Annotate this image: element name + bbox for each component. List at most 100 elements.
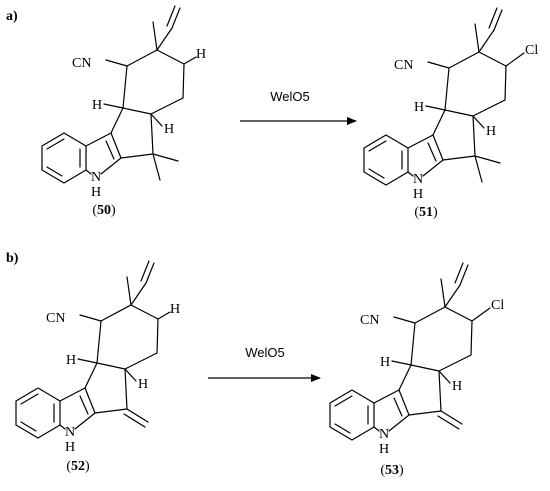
double-bond-inner bbox=[393, 397, 403, 417]
compound-50-structure: CN H H H N H bbox=[41, 5, 206, 200]
bond bbox=[130, 304, 159, 320]
aromatic-double-bond bbox=[368, 168, 385, 179]
bond bbox=[444, 109, 474, 117]
h-bond bbox=[472, 115, 485, 129]
hydrogen-label: H bbox=[379, 442, 389, 457]
hydrogen-label: H bbox=[452, 379, 462, 394]
hydrogen-label: H bbox=[66, 353, 76, 368]
cn-label: CN bbox=[46, 311, 65, 326]
bond bbox=[504, 65, 507, 101]
vinyl-bond bbox=[459, 264, 469, 286]
compound-53-label: (53) bbox=[380, 463, 404, 478]
chlorine-label: Cl bbox=[491, 298, 504, 313]
bond bbox=[74, 412, 96, 430]
bond bbox=[432, 134, 444, 161]
aromatic-double-bond bbox=[46, 138, 65, 150]
aromatic-double-bond bbox=[20, 421, 37, 432]
hydrogen-label: H bbox=[92, 98, 102, 113]
bond bbox=[110, 132, 122, 159]
cn-label: CN bbox=[72, 56, 91, 71]
exocyclic-methylene-double bbox=[437, 415, 460, 430]
double-bond-inner bbox=[79, 395, 89, 415]
compound-52-label: (52) bbox=[66, 459, 90, 474]
bond bbox=[84, 362, 98, 389]
bond bbox=[472, 99, 506, 117]
bond bbox=[124, 352, 158, 370]
h-bond bbox=[77, 358, 98, 364]
vinyl-bond bbox=[493, 9, 503, 31]
bond bbox=[444, 67, 450, 111]
aromatic-double-bond bbox=[334, 423, 351, 434]
methyl-bond bbox=[152, 21, 158, 51]
panel-a-label: a) bbox=[6, 9, 18, 24]
cn-bond bbox=[393, 316, 416, 324]
bond bbox=[85, 132, 112, 147]
bond bbox=[150, 97, 184, 115]
bond bbox=[414, 306, 446, 324]
hydrogen-label: H bbox=[91, 185, 101, 200]
bond bbox=[398, 389, 410, 416]
methyl-bond bbox=[474, 155, 501, 164]
bond bbox=[448, 51, 480, 69]
compound-51-label: (51) bbox=[414, 205, 438, 220]
bond bbox=[122, 65, 128, 109]
bond bbox=[373, 426, 380, 432]
bond bbox=[94, 408, 128, 414]
bond bbox=[110, 107, 124, 134]
aromatic-double-bond bbox=[46, 166, 63, 177]
methyl-bond bbox=[152, 153, 161, 181]
bond bbox=[126, 49, 158, 67]
compound-51-structure: CN Cl H H N H bbox=[363, 7, 538, 202]
double-bond-inner bbox=[427, 142, 437, 162]
bond bbox=[84, 387, 96, 414]
compound-52-structure: CN H H H N H bbox=[15, 260, 180, 455]
bond bbox=[422, 159, 444, 177]
cl-bond bbox=[505, 52, 525, 67]
hydrogen-label: H bbox=[380, 355, 390, 370]
vinyl-bond bbox=[444, 284, 461, 308]
panel-a: a) bbox=[6, 5, 538, 220]
bond bbox=[410, 364, 440, 372]
vinyl-double-bond bbox=[454, 262, 464, 284]
h-bond bbox=[438, 370, 451, 384]
vinyl-double-bond bbox=[140, 260, 150, 282]
exocyclic-methylene-double bbox=[123, 413, 146, 428]
h-bond bbox=[425, 105, 446, 111]
vinyl-double-bond bbox=[166, 5, 176, 27]
aromatic-double-bond bbox=[368, 140, 387, 152]
methyl-bond bbox=[152, 153, 179, 162]
bond bbox=[472, 115, 476, 157]
cn-label: CN bbox=[394, 58, 413, 73]
vinyl-double-bond bbox=[488, 7, 498, 29]
nitrogen-label: N bbox=[379, 427, 389, 442]
bond bbox=[408, 410, 442, 416]
bond bbox=[388, 414, 410, 432]
exocyclic-methylene bbox=[440, 410, 463, 425]
bond bbox=[122, 107, 152, 115]
h-bond bbox=[157, 311, 171, 320]
bond bbox=[96, 320, 102, 364]
hydrogen-label: H bbox=[196, 47, 206, 62]
hydrogen-label: H bbox=[65, 440, 75, 455]
bond bbox=[442, 155, 476, 161]
bond bbox=[470, 320, 473, 356]
bond bbox=[373, 389, 400, 404]
aromatic-double-bond bbox=[334, 395, 353, 407]
cl-bond bbox=[471, 307, 491, 322]
hydrogen-label: H bbox=[486, 124, 496, 139]
vinyl-bond bbox=[130, 282, 147, 306]
methyl-bond bbox=[440, 278, 446, 308]
bond bbox=[59, 387, 86, 402]
methyl-bond bbox=[126, 276, 132, 306]
hydrogen-label: H bbox=[164, 122, 174, 137]
cn-bond bbox=[105, 59, 128, 67]
bond bbox=[156, 318, 159, 354]
cn-bond bbox=[427, 61, 450, 69]
exocyclic-methylene bbox=[126, 408, 149, 423]
bond bbox=[438, 354, 472, 372]
compound-50-label: (50) bbox=[92, 203, 116, 218]
bond bbox=[438, 370, 442, 412]
chlorine-label: Cl bbox=[525, 43, 538, 58]
aromatic-double-bond bbox=[20, 393, 39, 405]
